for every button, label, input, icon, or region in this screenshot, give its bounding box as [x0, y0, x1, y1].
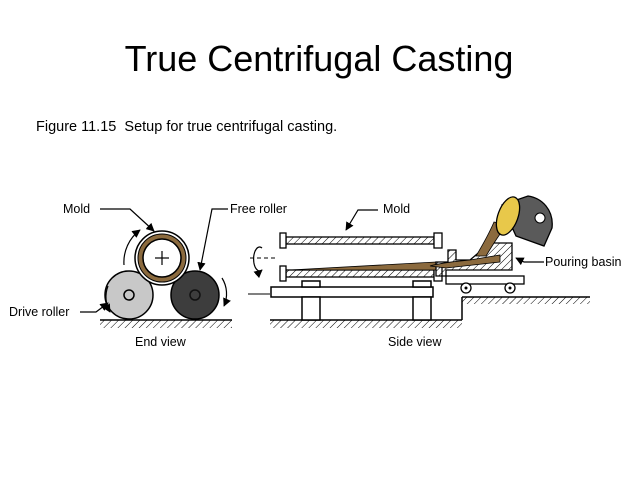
label-side-view: Side view [388, 335, 442, 349]
slide-title: True Centrifugal Casting [124, 38, 514, 79]
end-view-leaders [80, 208, 228, 313]
mold-end-view [134, 230, 190, 286]
label-drive-roller: Drive roller [9, 305, 69, 319]
label-end-view: End view [135, 335, 187, 349]
label-mold-side: Mold [383, 202, 410, 216]
free-roller [170, 270, 220, 320]
ladle [495, 195, 553, 247]
label-mold-end: Mold [63, 202, 90, 216]
pouring-basin [429, 242, 525, 294]
label-pouring-basin: Pouring basin [545, 255, 621, 269]
drive-roller [104, 270, 154, 320]
end-view-ground [100, 319, 232, 328]
side-view: Mold Pouring basin Side view [248, 195, 621, 349]
label-free-roller: Free roller [230, 202, 287, 216]
rotation-arrows [102, 229, 231, 313]
support-frame [270, 280, 434, 321]
side-view-leaders [345, 209, 544, 266]
end-view: Mold Free roller Drive roller End view [9, 202, 287, 349]
figure-caption: Figure 11.15 Setup for true centrifugal … [36, 119, 338, 135]
